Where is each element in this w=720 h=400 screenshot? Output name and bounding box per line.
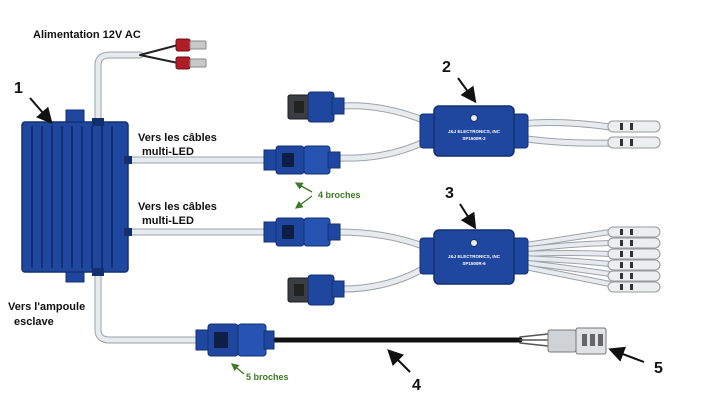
callout-3: 3: [445, 185, 454, 202]
multi-led-label-1-line1: Vers les câbles: [138, 132, 217, 144]
pins-4-label: 4 broches: [318, 190, 361, 200]
splitter-module-2: J&J ELECTRONICS, INC SP1500R-2: [419, 105, 529, 157]
slave-wire: [94, 268, 204, 344]
led-driver-box: [21, 109, 132, 283]
module-2-brand: J&J ELECTRONICS, INC: [448, 129, 501, 134]
slave-label-line2: esclave: [14, 316, 54, 328]
callout-4: 4: [412, 377, 421, 394]
splitter-module-3: J&J ELECTRONICS, INC SP1500R-6: [419, 229, 529, 285]
multi-led-label-2-line2: multi-LED: [142, 215, 194, 227]
multi-led-label-1-line2: multi-LED: [142, 146, 194, 158]
callout-arrows: [29, 77, 645, 373]
pin-arrows: [231, 182, 313, 375]
module-3-model: SP1500R-6: [462, 261, 486, 266]
callout-1: 1: [14, 80, 23, 97]
callout-5: 5: [654, 360, 663, 377]
slave-plug-5: [547, 327, 607, 355]
connector-5-pin: [195, 323, 275, 357]
multi-led-label-2-line1: Vers les câbles: [138, 201, 217, 213]
power-terminals: [175, 38, 207, 70]
power-label: Alimentation 12V AC: [33, 29, 141, 41]
power-wire: [94, 51, 144, 126]
open-connector-bottom: [287, 274, 345, 306]
pins-5-label: 5 broches: [246, 372, 289, 382]
slave-label-line1: Vers l'ampoule: [8, 301, 85, 313]
open-connector-top: [287, 91, 345, 123]
output-leads-6: [517, 229, 613, 287]
connector-pair-1: [263, 145, 341, 175]
module-3-brand: J&J ELECTRONICS, INC: [448, 254, 501, 259]
connector-pair-2: [263, 217, 341, 247]
module-2-model: SP1500R-2: [462, 136, 486, 141]
callout-2: 2: [442, 59, 451, 76]
led-plugs-top: [607, 120, 661, 149]
led-plugs-bottom: [607, 226, 661, 293]
